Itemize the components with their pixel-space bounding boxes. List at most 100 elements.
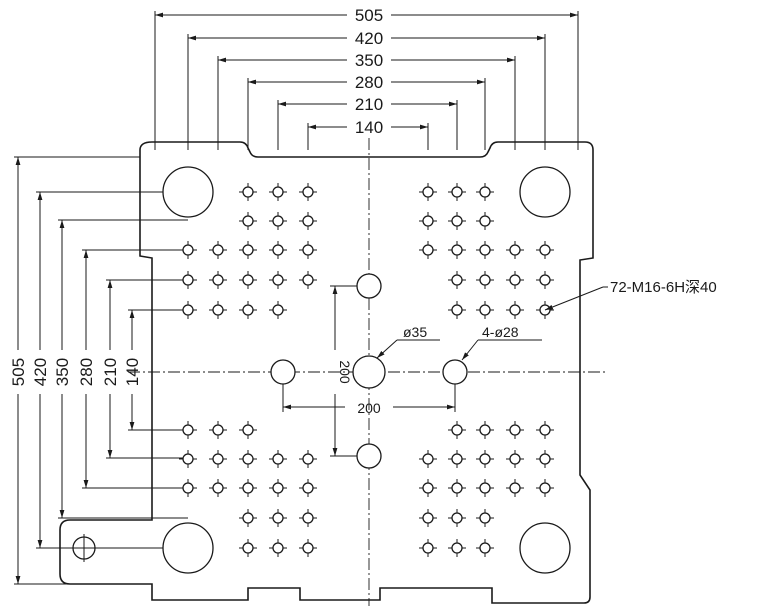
left-dimension-label: 210 <box>101 358 120 386</box>
callout-side: 4-ø28 <box>461 324 542 361</box>
tapped-hole <box>479 186 491 198</box>
tapped-hole <box>272 304 284 316</box>
tapped-hole <box>539 274 551 286</box>
tapped-hole-callout: 72-M16-6H深40 <box>610 279 717 296</box>
tapped-hole <box>479 215 491 227</box>
large-hole-bottom-right <box>519 522 571 574</box>
large-hole-top-right <box>519 166 571 218</box>
tapped-hole <box>539 424 551 436</box>
left-dimension-label: 140 <box>123 358 142 386</box>
tapped-hole <box>422 453 434 465</box>
tapped-hole <box>509 304 521 316</box>
side-hole-bottom <box>356 443 382 469</box>
tapped-hole <box>272 453 284 465</box>
side-hole-top <box>356 273 382 299</box>
platen-outline <box>59 141 594 604</box>
side-hole-right <box>442 359 468 385</box>
tapped-hole <box>272 186 284 198</box>
tapped-hole <box>212 244 224 256</box>
tapped-hole <box>302 482 314 494</box>
large-hole-top-left <box>162 166 214 218</box>
tapped-hole <box>182 424 194 436</box>
tapped-hole <box>182 482 194 494</box>
tapped-hole <box>212 453 224 465</box>
tapped-hole <box>479 244 491 256</box>
tapped-hole <box>451 512 463 524</box>
tapped-hole <box>509 453 521 465</box>
tapped-hole <box>272 244 284 256</box>
tapped-hole <box>212 304 224 316</box>
tapped-hole <box>422 512 434 524</box>
tapped-hole <box>302 244 314 256</box>
top-dimension-label: 505 <box>355 6 383 25</box>
tapped-hole <box>451 274 463 286</box>
tapped-hole <box>272 215 284 227</box>
tapped-hole <box>479 424 491 436</box>
tapped-hole <box>451 304 463 316</box>
tapped-hole <box>539 244 551 256</box>
tapped-hole <box>479 542 491 554</box>
left-dimension-label: 420 <box>31 358 50 386</box>
side-hole-left <box>270 359 296 385</box>
tapped-hole <box>509 482 521 494</box>
top-dimension-label: 420 <box>355 29 383 48</box>
top-dimension-label: 210 <box>355 95 383 114</box>
tapped-hole <box>479 512 491 524</box>
center-horizontal-dimension: 200 <box>357 400 381 416</box>
tapped-hole <box>242 215 254 227</box>
tapped-hole <box>212 424 224 436</box>
tapped-hole <box>242 453 254 465</box>
side-hole-callout: 4-ø28 <box>482 324 519 340</box>
large-hole-bottom-left <box>162 522 214 574</box>
tapped-hole <box>302 215 314 227</box>
tapped-hole <box>451 215 463 227</box>
tapped-hole <box>302 186 314 198</box>
tapped-hole <box>479 482 491 494</box>
tapped-hole <box>302 542 314 554</box>
tapped-hole <box>422 542 434 554</box>
ejector-holes <box>270 273 468 469</box>
tapped-hole <box>509 424 521 436</box>
tapped-hole <box>302 274 314 286</box>
tapped-hole <box>242 424 254 436</box>
tapped-hole <box>182 274 194 286</box>
tapped-hole <box>451 186 463 198</box>
center-hole <box>352 355 386 389</box>
tapped-hole <box>272 274 284 286</box>
tapped-hole <box>539 482 551 494</box>
tapped-hole <box>242 274 254 286</box>
left-dimension-label: 350 <box>53 358 72 386</box>
tapped-hole <box>272 512 284 524</box>
tapped-hole <box>272 542 284 554</box>
tapped-hole <box>212 482 224 494</box>
tapped-hole <box>242 482 254 494</box>
tapped-hole <box>451 244 463 256</box>
left-dimension-label: 280 <box>77 358 96 386</box>
tapped-hole <box>422 244 434 256</box>
tapped-hole <box>422 215 434 227</box>
left-dimension-label: 505 <box>9 358 28 386</box>
callout-center: ø35 <box>376 324 440 359</box>
tapped-hole <box>242 512 254 524</box>
top-dimension-label: 350 <box>355 51 383 70</box>
tapped-hole <box>451 424 463 436</box>
tapped-hole <box>212 274 224 286</box>
tapped-hole <box>242 244 254 256</box>
tapped-hole <box>479 274 491 286</box>
tapped-holes <box>179 183 554 557</box>
center-lines <box>128 138 606 606</box>
tapped-hole <box>242 304 254 316</box>
tapped-hole <box>302 453 314 465</box>
top-dimension-label: 280 <box>355 73 383 92</box>
tapped-hole <box>242 186 254 198</box>
tapped-hole <box>451 542 463 554</box>
tapped-hole <box>242 542 254 554</box>
callout-tapped: 72-M16-6H深40 <box>544 279 717 311</box>
center-vertical-dimension: 200 <box>337 360 353 384</box>
tapped-hole <box>302 512 314 524</box>
tapped-hole <box>182 453 194 465</box>
